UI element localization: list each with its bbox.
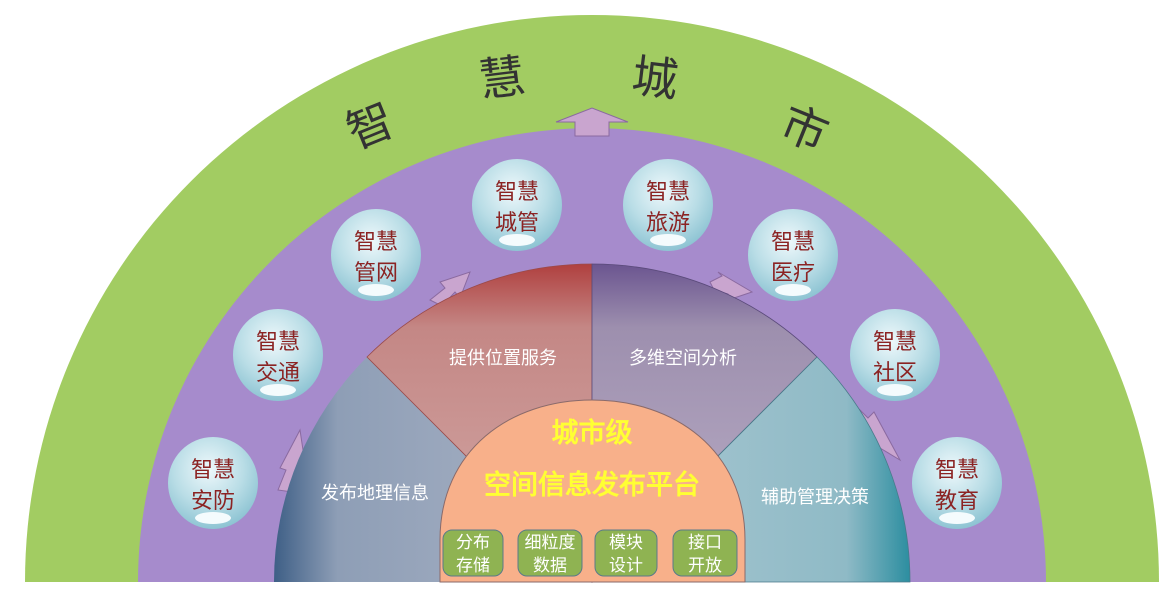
bubble-label: 城管 [495, 211, 539, 236]
feature-label: 数据 [533, 556, 567, 576]
bubble-circle [748, 209, 838, 301]
bubble-label: 安防 [191, 489, 235, 514]
bubble-highlight [358, 284, 394, 296]
feature-label: 存储 [456, 556, 490, 576]
feature-label: 设计 [609, 556, 643, 576]
bubble-label: 智慧 [354, 230, 398, 255]
bubble-circle [912, 437, 1002, 529]
bubble-label: 智慧 [771, 230, 815, 255]
sector-label: 多维空间分析 [629, 348, 737, 369]
bubble-label: 医疗 [771, 261, 815, 286]
feature-label: 接口 [688, 533, 722, 553]
core-subtitle: 空间信息发布平台 [484, 469, 700, 501]
feature-box: 细粒度 数据 [517, 529, 583, 577]
bubble-highlight [939, 512, 975, 524]
feature-label: 细粒度 [525, 533, 576, 553]
bubble-circle [168, 437, 258, 529]
features: 分布 存储 细粒度 数据 模块 设计 接口 开放 [442, 529, 738, 577]
sector-label: 发布地理信息 [321, 483, 429, 504]
bubble-circle [472, 159, 562, 251]
feature-label: 分布 [456, 533, 490, 553]
bubble-label: 智慧 [191, 458, 235, 483]
feature-box: 模块 设计 [594, 529, 658, 577]
bubble-label: 旅游 [646, 211, 690, 236]
title-char: 城 [629, 48, 681, 107]
bubble-highlight [499, 234, 535, 246]
sector-label: 辅助管理决策 [761, 487, 869, 508]
title-char: 慧 [476, 48, 528, 107]
bubble-label: 智慧 [873, 330, 917, 355]
bubble-label: 智慧 [256, 330, 300, 355]
bubble-circle [850, 309, 940, 401]
bubble-highlight [195, 512, 231, 524]
bubble-highlight [650, 234, 686, 246]
feature-box: 分布 存储 [442, 529, 504, 577]
bubble-label: 管网 [354, 261, 398, 286]
bubble-label: 智慧 [935, 458, 979, 483]
bubble-label: 社区 [873, 361, 917, 386]
up-arrow-icon [555, 107, 629, 137]
bubble-label: 智慧 [495, 180, 539, 205]
bubble-label: 交通 [256, 361, 300, 386]
bubble-circle [233, 309, 323, 401]
feature-box: 接口 开放 [672, 529, 738, 577]
bubble-highlight [775, 284, 811, 296]
bubble-circle [623, 159, 713, 251]
feature-label: 模块 [609, 533, 643, 553]
core-title: 城市级 [552, 417, 633, 449]
bubble-label: 智慧 [646, 180, 690, 205]
feature-label: 开放 [688, 556, 722, 576]
sector-label: 提供位置服务 [449, 348, 557, 369]
bubble-highlight [260, 384, 296, 396]
bubble-circle [331, 209, 421, 301]
core-platform [439, 399, 746, 583]
bubble-label: 教育 [935, 489, 979, 514]
bubble-highlight [877, 384, 913, 396]
arrows [277, 107, 902, 493]
